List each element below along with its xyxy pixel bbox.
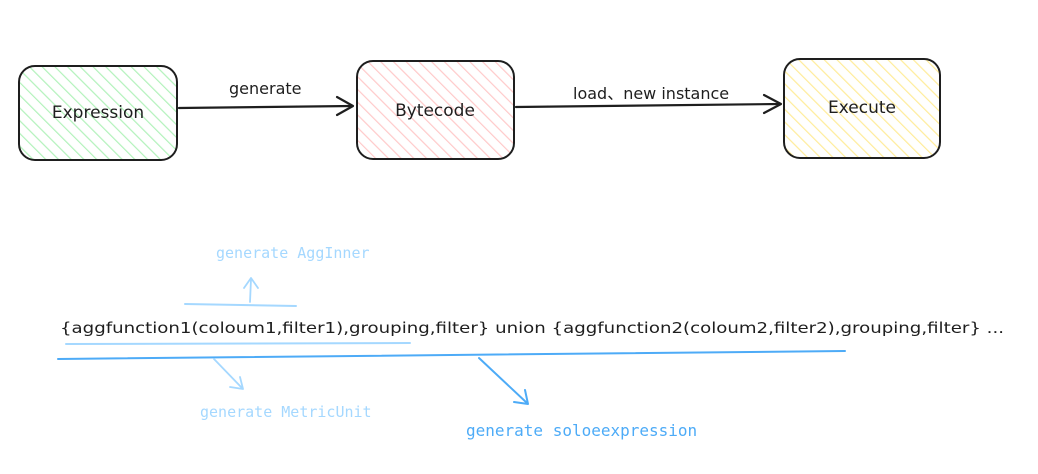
- annotation-solo-expression: generate soloeexpression: [466, 357, 697, 440]
- annotation-solo-expression-label: generate soloeexpression: [466, 421, 697, 440]
- node-expression[interactable]: Expression: [18, 65, 178, 161]
- node-execute-label: Execute: [828, 98, 896, 118]
- node-expression-label: Expression: [52, 103, 144, 123]
- edge-bytecode-execute-line: [514, 102, 782, 109]
- node-bytecode-box: [356, 60, 515, 160]
- edge-bytecode-execute-arrowhead: [762, 93, 783, 115]
- edge-expression-bytecode-arrowhead: [335, 95, 355, 117]
- node-bytecode-label: Bytecode: [395, 101, 475, 121]
- edge-generate-label: generate: [229, 79, 301, 98]
- annotation-agg-inner: generate AggInner: [184, 244, 370, 307]
- annotation-metric-unit-arrow: [213, 358, 244, 390]
- edge-expression-bytecode-line: [177, 104, 354, 110]
- node-expression-box: [18, 65, 178, 161]
- edge-load-label: load、new instance: [573, 84, 729, 103]
- node-execute-box: [783, 58, 941, 159]
- underline-full-expression: [57, 350, 846, 360]
- annotation-metric-unit: generate MetricUnit: [200, 358, 372, 421]
- expression-line-text: {aggfunction1(coloum1,filter1),grouping,…: [60, 319, 1004, 337]
- annotation-solo-expression-arrow: [478, 357, 529, 405]
- annotation-agg-inner-bracket: [184, 303, 297, 307]
- annotation-agg-inner-label: generate AggInner: [216, 244, 370, 262]
- annotation-agg-inner-arrow: [243, 277, 259, 303]
- edge-expression-bytecode: generate: [177, 79, 355, 117]
- underline-first-segment: [65, 342, 411, 345]
- node-bytecode[interactable]: Bytecode: [356, 60, 515, 160]
- edge-bytecode-execute: load、new instance: [514, 84, 783, 115]
- annotation-metric-unit-label: generate MetricUnit: [200, 403, 372, 421]
- node-execute[interactable]: Execute: [783, 58, 941, 159]
